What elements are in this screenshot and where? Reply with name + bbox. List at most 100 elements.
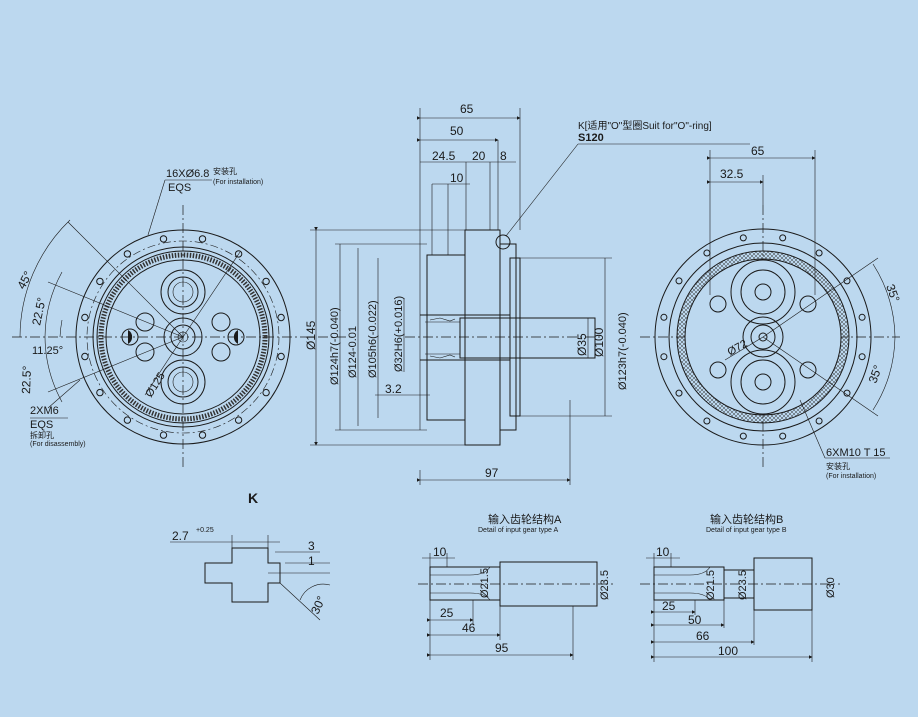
angle-35-top-label: 35° xyxy=(883,282,902,304)
mount-hole-pattern xyxy=(81,235,285,439)
detail-k-title: K xyxy=(248,490,258,506)
mount-hole xyxy=(81,313,89,322)
mount-hole xyxy=(81,352,89,361)
mount-hole xyxy=(262,277,270,286)
k-angle-30-label: 30° xyxy=(308,594,328,617)
mount-hole xyxy=(96,277,104,286)
outer-hole xyxy=(739,234,747,242)
outer-hole xyxy=(660,353,668,361)
mount-hole xyxy=(277,352,285,361)
section-view: 65 50 24.5 20 8 10 97 K[适用"O"型圈Suit for"… xyxy=(304,102,750,485)
dim-97-label: 97 xyxy=(485,466,499,480)
mount-hole xyxy=(159,431,168,439)
d124-label: Ø124-0.01 xyxy=(347,326,359,378)
gear-b-title-en: Detail of input gear type B xyxy=(706,527,787,534)
dim-8-label: 8 xyxy=(500,149,507,163)
gear-a-d23-5-label: Ø23.5 xyxy=(599,570,611,600)
outer-hole xyxy=(660,313,668,321)
disassembly-holes-label: 2XM6 xyxy=(30,405,59,417)
k-dim-1-label: 1 xyxy=(308,554,315,568)
dim-3-2-label: 3.2 xyxy=(385,382,402,396)
right-hole-pattern xyxy=(660,234,866,440)
outer-hole xyxy=(779,234,787,242)
gear-a-d21-5-label: Ø21.5 xyxy=(479,568,491,598)
gear-b-dim-50-label: 50 xyxy=(688,613,702,627)
right-front-view: 65 32.5 Ø72 35° 35° 6XM10 T 15 安装孔 (For … xyxy=(640,144,903,480)
outer-hole xyxy=(815,417,823,425)
mount-holes-cn: 安装孔 xyxy=(213,166,237,176)
mount-hole xyxy=(123,250,132,258)
gear-b-d23-5-label: Ø23.5 xyxy=(737,570,749,600)
mount-hole xyxy=(123,416,132,424)
right-dim-65-label: 65 xyxy=(751,144,765,158)
d100-label: Ø100 xyxy=(592,327,606,357)
gear-a-dim-25-label: 25 xyxy=(440,606,454,620)
disassembly-en: (For disassembly) xyxy=(30,441,86,448)
angle-35-bottom-label: 35° xyxy=(866,363,885,385)
gear-b-d30-label: Ø30 xyxy=(825,577,837,598)
d32H6-label: Ø32H6(+0.016) xyxy=(393,296,405,372)
outer-hole xyxy=(815,249,823,257)
oring-label: K[适用"O"型圈Suit for"O"-ring] xyxy=(578,119,712,132)
gear-b-dim-25-label: 25 xyxy=(662,599,676,613)
mount-holes-label: 16XØ6.8 xyxy=(166,168,209,180)
input-gear-b: 输入齿轮结构B Detail of input gear type B 10 Ø… xyxy=(640,512,840,662)
outer-hole xyxy=(858,313,866,321)
input-gear-a: 输入齿轮结构A Detail of input gear type A 10 Ø… xyxy=(418,512,615,660)
d35-label: Ø35 xyxy=(575,333,589,356)
angle-45-label: 45° xyxy=(14,269,35,292)
angle-11-25-label: 11.25° xyxy=(32,345,63,357)
k-tol-label: +0.25 xyxy=(196,527,214,534)
mount-hole xyxy=(96,388,104,397)
thread-cn: 安装孔 xyxy=(826,461,850,471)
outer-hole xyxy=(703,249,711,257)
dim-65-label: 65 xyxy=(460,102,474,116)
mount-hole xyxy=(198,431,207,439)
right-dim-32-5-label: 32.5 xyxy=(720,167,744,181)
gear-b-dim-100-label: 100 xyxy=(718,644,738,658)
k-dim-3-label: 3 xyxy=(308,539,315,553)
outer-hole xyxy=(675,389,683,397)
left-front-view: 16XØ6.8 安装孔 (For installation) EQS 45° 2… xyxy=(12,166,350,470)
d105h6-label: Ø105h6(-0.022) xyxy=(367,300,379,378)
mount-hole xyxy=(234,416,243,424)
disassembly-cn: 拆卸孔 xyxy=(30,430,54,440)
gear-a-dim-95-label: 95 xyxy=(495,641,509,655)
outer-hole xyxy=(739,432,747,440)
outer-hole xyxy=(843,277,851,285)
mount-hole xyxy=(277,313,285,322)
angle-22-5-top-label: 22.5° xyxy=(29,296,49,327)
gear-b-dim-66-label: 66 xyxy=(696,629,710,643)
dim-10-label: 10 xyxy=(450,171,464,185)
thread-en: (For installation) xyxy=(826,473,876,480)
mount-hole xyxy=(198,235,207,243)
dim-50-label: 50 xyxy=(450,124,464,138)
mount-hole xyxy=(234,250,243,258)
disassembly-code-label: EQS xyxy=(30,419,53,431)
gear-b-title-cn: 输入齿轮结构B xyxy=(710,512,783,526)
outer-hole xyxy=(843,389,851,397)
d123h7-label: Ø123h7(-0.040) xyxy=(617,312,629,390)
k-dim-2-7-label: 2.7 xyxy=(172,529,189,543)
mount-hole xyxy=(262,388,270,397)
outer-hole xyxy=(703,417,711,425)
mount-hole xyxy=(159,235,168,243)
gear-a-title-cn: 输入齿轮结构A xyxy=(488,512,562,526)
thread-holes-label: 6XM10 T 15 xyxy=(826,447,886,459)
gear-b-dim-10-label: 10 xyxy=(656,545,670,559)
pcd-label: Ø125 xyxy=(143,370,167,399)
dim-24-5-label: 24.5 xyxy=(432,149,456,163)
detail-k: K 2.7 +0.25 3 1 30° xyxy=(170,490,331,621)
outer-hole xyxy=(858,353,866,361)
d145-label: Ø145 xyxy=(304,320,318,350)
oring-size-label: S120 xyxy=(578,132,604,144)
angle-22-5-bottom-label: 22.5° xyxy=(19,365,34,394)
outer-hole xyxy=(779,432,787,440)
dim-20-label: 20 xyxy=(472,149,486,163)
gear-a-dim-46-label: 46 xyxy=(462,621,476,635)
d124h7-label: Ø124h7(-0.040) xyxy=(329,307,341,385)
outer-hole xyxy=(675,277,683,285)
mount-holes-code: EQS xyxy=(168,182,191,194)
gear-b-d21-5-label: Ø21.5 xyxy=(705,570,717,600)
